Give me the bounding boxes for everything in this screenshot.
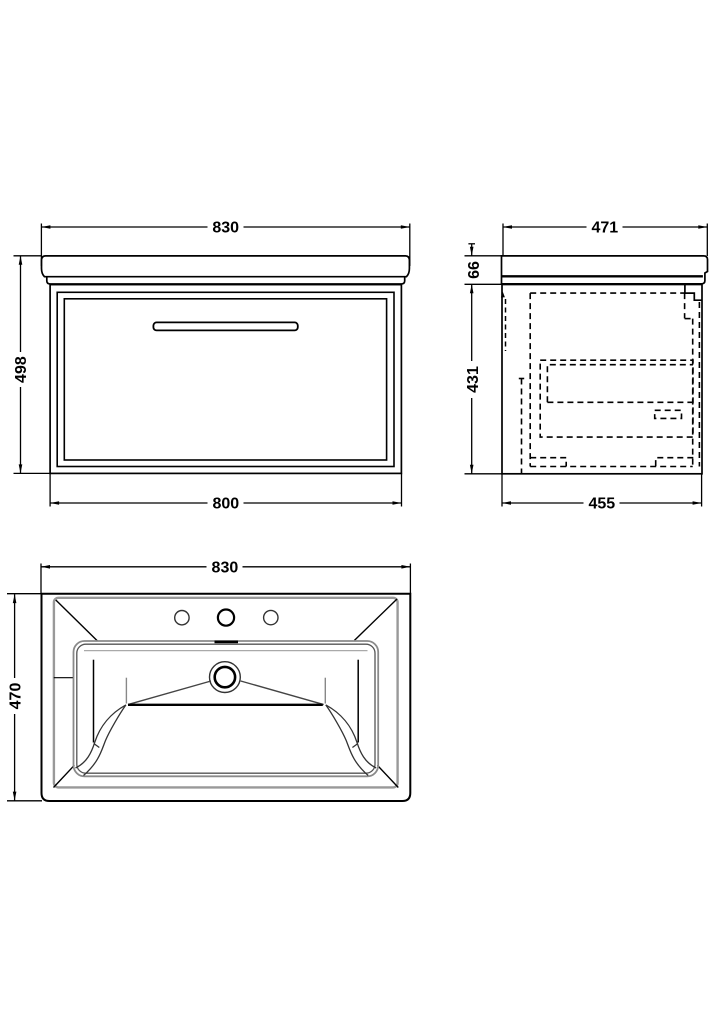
svg-text:800: 800 — [212, 496, 239, 513]
svg-text:471: 471 — [591, 220, 618, 237]
svg-text:66: 66 — [466, 261, 483, 279]
svg-text:431: 431 — [465, 366, 482, 393]
svg-text:470: 470 — [7, 683, 24, 710]
svg-text:830: 830 — [212, 559, 239, 576]
svg-text:498: 498 — [13, 356, 30, 383]
svg-text:830: 830 — [212, 220, 239, 237]
svg-text:455: 455 — [588, 496, 615, 513]
